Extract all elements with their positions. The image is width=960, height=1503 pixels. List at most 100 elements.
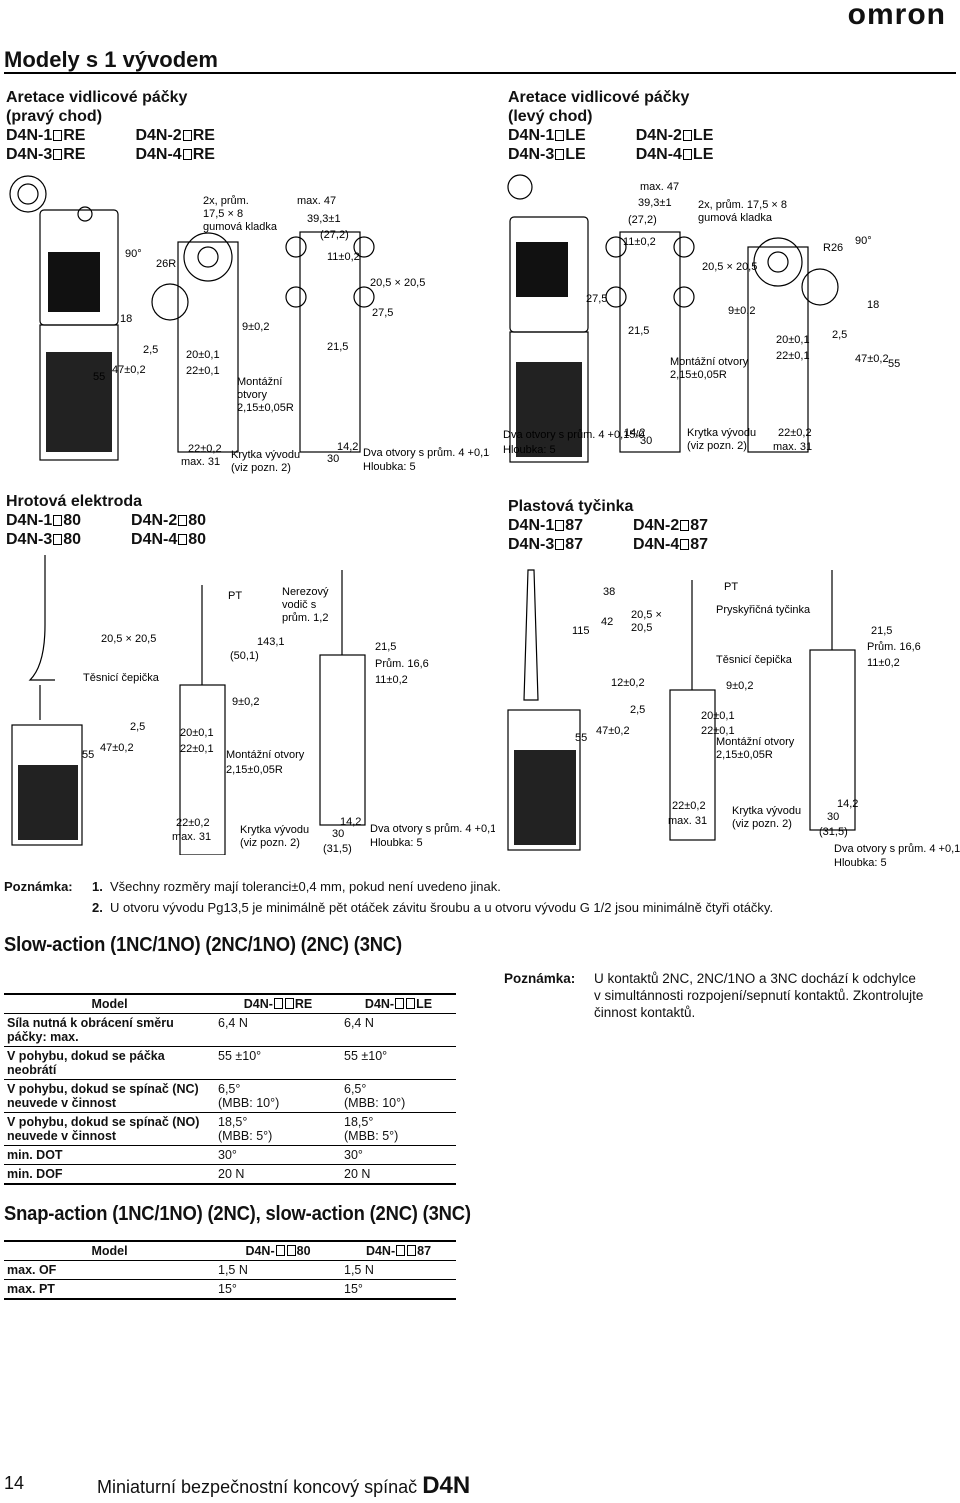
svg-text:2,15±0,05R: 2,15±0,05R	[670, 369, 727, 381]
svg-text:2,5: 2,5	[130, 721, 145, 733]
svg-text:Pryskyřičná tyčinka: Pryskyřičná tyčinka	[716, 604, 811, 616]
svg-text:14,2: 14,2	[340, 816, 361, 828]
svg-text:20±0,1: 20±0,1	[776, 334, 810, 346]
svg-text:max. 31: max. 31	[773, 441, 812, 453]
slow-action-table: Model D4N-RE D4N-LE Síla nutná k obrácen…	[4, 993, 456, 1185]
svg-text:22±0,1: 22±0,1	[776, 350, 810, 362]
svg-text:26R: 26R	[156, 258, 176, 270]
quadrant-2-heading: Aretace vidlicové páčky (levý chod) D4N-…	[508, 89, 714, 163]
svg-text:(viz pozn. 2): (viz pozn. 2)	[231, 462, 291, 474]
svg-text:(27,2): (27,2)	[320, 229, 349, 241]
svg-text:Montážní otvory: Montážní otvory	[670, 356, 749, 368]
svg-text:max. 47: max. 47	[297, 195, 336, 207]
svg-text:vodič s: vodič s	[282, 599, 317, 611]
drawing-plastic-rod: 38 PT Pryskyřičná tyčinka 42 20,5 × 20,5…	[507, 569, 960, 869]
svg-text:Krytka vývodu: Krytka vývodu	[732, 805, 801, 817]
svg-text:38: 38	[603, 586, 615, 598]
svg-text:47±0,2: 47±0,2	[100, 742, 134, 754]
svg-text:Prům. 16,6: Prům. 16,6	[375, 658, 429, 670]
svg-text:Montážní otvory: Montážní otvory	[716, 736, 795, 748]
svg-text:2,15±0,05R: 2,15±0,05R	[237, 402, 294, 414]
snap-action-table: Model D4N-80 D4N-87 max. OF 1,5 N 1,5 N …	[4, 1240, 456, 1300]
svg-text:max. 31: max. 31	[172, 831, 211, 843]
svg-text:max. 47: max. 47	[640, 181, 679, 193]
quadrant-1-heading: Aretace vidlicové páčky (pravý chod) D4N…	[6, 89, 215, 163]
svg-text:22±0,2: 22±0,2	[188, 443, 222, 455]
svg-text:20,5: 20,5	[631, 622, 652, 634]
svg-text:14,2: 14,2	[624, 427, 645, 439]
svg-text:Dva otvory s prům. 4 +0,15/0: Dva otvory s prům. 4 +0,15/0	[370, 823, 495, 835]
svg-text:30: 30	[827, 811, 839, 823]
svg-text:39,3±1: 39,3±1	[307, 213, 341, 225]
svg-text:12±0,2: 12±0,2	[611, 677, 645, 689]
svg-text:(viz pozn. 2): (viz pozn. 2)	[732, 818, 792, 830]
svg-text:14,2: 14,2	[837, 798, 858, 810]
contacts-note: Poznámka: U kontaktů 2NC, 2NC/1NO a 3NC …	[504, 971, 924, 1020]
svg-text:(31,5): (31,5)	[819, 826, 848, 838]
svg-text:(31,5): (31,5)	[323, 843, 352, 855]
svg-text:2,5: 2,5	[143, 344, 158, 356]
table-row: min. DOF 20 N 20 N	[4, 1164, 456, 1185]
note-2: U otvoru vývodu Pg13,5 je minimálně pět …	[110, 900, 774, 915]
svg-text:2x, prům.: 2x, prům.	[203, 195, 249, 207]
drawing-left-lever: max. 47 39,3±1 (27,2) 11±0,2 2x, prům. 1…	[503, 174, 900, 463]
svg-text:55: 55	[575, 732, 587, 744]
svg-text:11±0,2: 11±0,2	[867, 657, 900, 669]
svg-text:47±0,2: 47±0,2	[855, 353, 889, 365]
svg-text:(50,1): (50,1)	[230, 650, 259, 662]
svg-text:Hloubka: 5: Hloubka: 5	[503, 444, 556, 456]
svg-text:9±0,2: 9±0,2	[728, 305, 755, 317]
drawing-right-lever: 90° 26R 18 2,5 55 47±0,2 20±0,1 22±0,1 9…	[9, 175, 490, 474]
svg-text:18: 18	[867, 299, 879, 311]
svg-text:9±0,2: 9±0,2	[232, 696, 259, 708]
svg-text:47±0,2: 47±0,2	[112, 364, 146, 376]
snap-action-title: Snap-action (1NC/1NO) (2NC), slow-action…	[4, 1203, 471, 1225]
svg-text:R26: R26	[823, 242, 843, 254]
svg-text:Montážní: Montážní	[237, 376, 282, 388]
svg-text:90°: 90°	[125, 248, 142, 260]
svg-text:143,1: 143,1	[257, 636, 285, 648]
table-row: V pohybu, dokud se spínač (NC)neuvede v …	[4, 1079, 456, 1113]
svg-text:22±0,2: 22±0,2	[176, 817, 210, 829]
svg-text:22±0,2: 22±0,2	[778, 427, 812, 439]
svg-text:55: 55	[93, 371, 105, 383]
svg-text:11±0,2: 11±0,2	[623, 236, 656, 248]
section-title-rule	[4, 72, 956, 74]
drawing-wire-rod: PT Nerezový vodič s prům. 1,2 143,1 (50,…	[11, 555, 495, 855]
table-row: min. DOT 30° 30°	[4, 1145, 456, 1165]
svg-text:21,5: 21,5	[628, 325, 649, 337]
svg-text:22±0,1: 22±0,1	[180, 743, 214, 755]
svg-text:55: 55	[888, 358, 900, 370]
svg-text:(viz pozn. 2): (viz pozn. 2)	[240, 837, 300, 849]
svg-text:21,5: 21,5	[375, 641, 396, 653]
svg-text:Dva otvory s prům. 4 +0,15/0: Dva otvory s prům. 4 +0,15/0	[503, 429, 645, 441]
table-row: max. OF 1,5 N 1,5 N	[4, 1260, 456, 1280]
note-1: Všechny rozměry mají toleranci±0,4 mm, p…	[110, 879, 501, 894]
svg-text:9±0,2: 9±0,2	[242, 321, 269, 333]
svg-text:Krytka vývodu: Krytka vývodu	[240, 824, 309, 836]
svg-text:30: 30	[327, 453, 339, 465]
svg-text:17,5 × 8: 17,5 × 8	[203, 208, 243, 220]
svg-text:42: 42	[601, 616, 613, 628]
svg-text:11±0,2: 11±0,2	[327, 251, 360, 263]
svg-text:2,5: 2,5	[630, 704, 645, 716]
svg-text:2,15±0,05R: 2,15±0,05R	[716, 749, 773, 761]
table-row: V pohybu, dokud se spínač (NO)neuvede v …	[4, 1112, 456, 1146]
svg-text:20,5 × 20,5: 20,5 × 20,5	[702, 261, 757, 273]
svg-text:27,5: 27,5	[372, 307, 393, 319]
svg-text:otvory: otvory	[237, 389, 267, 401]
svg-text:27,5: 27,5	[586, 293, 607, 305]
svg-text:115: 115	[572, 625, 590, 637]
svg-text:Dva otvory s prům. 4 +0,15/0: Dva otvory s prům. 4 +0,15/0	[834, 843, 960, 855]
svg-text:PT: PT	[228, 590, 242, 602]
svg-text:9±0,2: 9±0,2	[726, 680, 753, 692]
svg-text:20,5 × 20,5: 20,5 × 20,5	[101, 633, 156, 645]
svg-text:prům. 1,2: prům. 1,2	[282, 612, 328, 624]
svg-text:gumová kladka: gumová kladka	[203, 221, 278, 233]
svg-text:20±0,1: 20±0,1	[186, 349, 220, 361]
svg-text:2,5: 2,5	[832, 329, 847, 341]
svg-text:20,5 × 20,5: 20,5 × 20,5	[370, 277, 425, 289]
svg-text:(viz pozn. 2): (viz pozn. 2)	[687, 440, 747, 452]
